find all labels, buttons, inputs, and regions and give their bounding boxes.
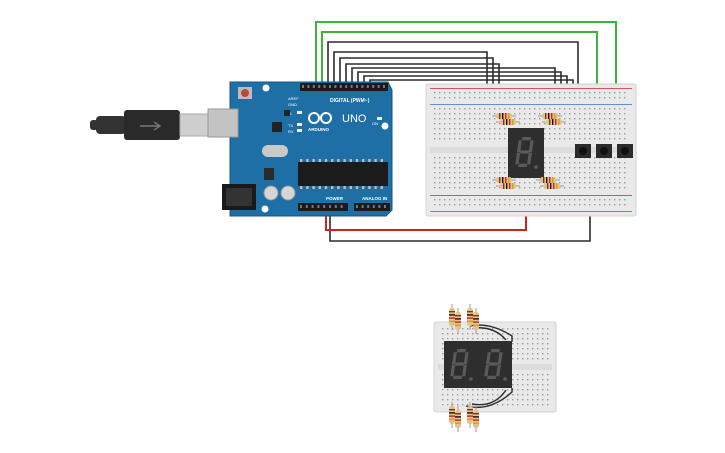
arduino-logo-icon <box>308 112 332 124</box>
usb-port[interactable] <box>207 108 239 138</box>
analog-header[interactable] <box>354 203 390 211</box>
digital-header[interactable] <box>300 83 388 91</box>
l-label: L <box>290 111 293 116</box>
seven-segment-display-right[interactable] <box>478 341 512 388</box>
push-button-2[interactable] <box>596 144 612 158</box>
seven-segment-display-main[interactable] <box>508 128 544 178</box>
analog-header-label: ANALOG IN <box>362 196 387 201</box>
power-header-label: POWER <box>326 196 344 201</box>
aref-label: AREF <box>288 96 299 101</box>
power-header[interactable] <box>298 203 348 211</box>
brand-text: ARDUINO <box>308 127 329 132</box>
push-button-3[interactable] <box>617 144 633 158</box>
rx-label: RX <box>288 129 294 134</box>
resistors-small[interactable] <box>449 304 479 432</box>
dc-jack-icon[interactable] <box>222 184 256 210</box>
digital-header-label: DIGITAL (PWM~) <box>330 98 370 104</box>
logo-text: UNO <box>342 113 367 125</box>
resistors-main[interactable] <box>492 113 566 189</box>
on-label: ON <box>372 121 378 126</box>
reset-button-icon[interactable] <box>238 87 252 99</box>
push-buttons[interactable] <box>575 144 633 158</box>
push-button-1[interactable] <box>575 144 591 158</box>
tx-label: TX <box>288 123 293 128</box>
usb-cable-icon[interactable] <box>90 110 209 140</box>
arduino-uno-board[interactable]: DIGITAL (PWM~) AREF GND L TX RX ON UNO A… <box>207 81 393 217</box>
gnd-label: GND <box>288 102 297 107</box>
microcontroller-chip-icon <box>298 159 388 189</box>
seven-segment-display-left[interactable] <box>444 341 478 388</box>
